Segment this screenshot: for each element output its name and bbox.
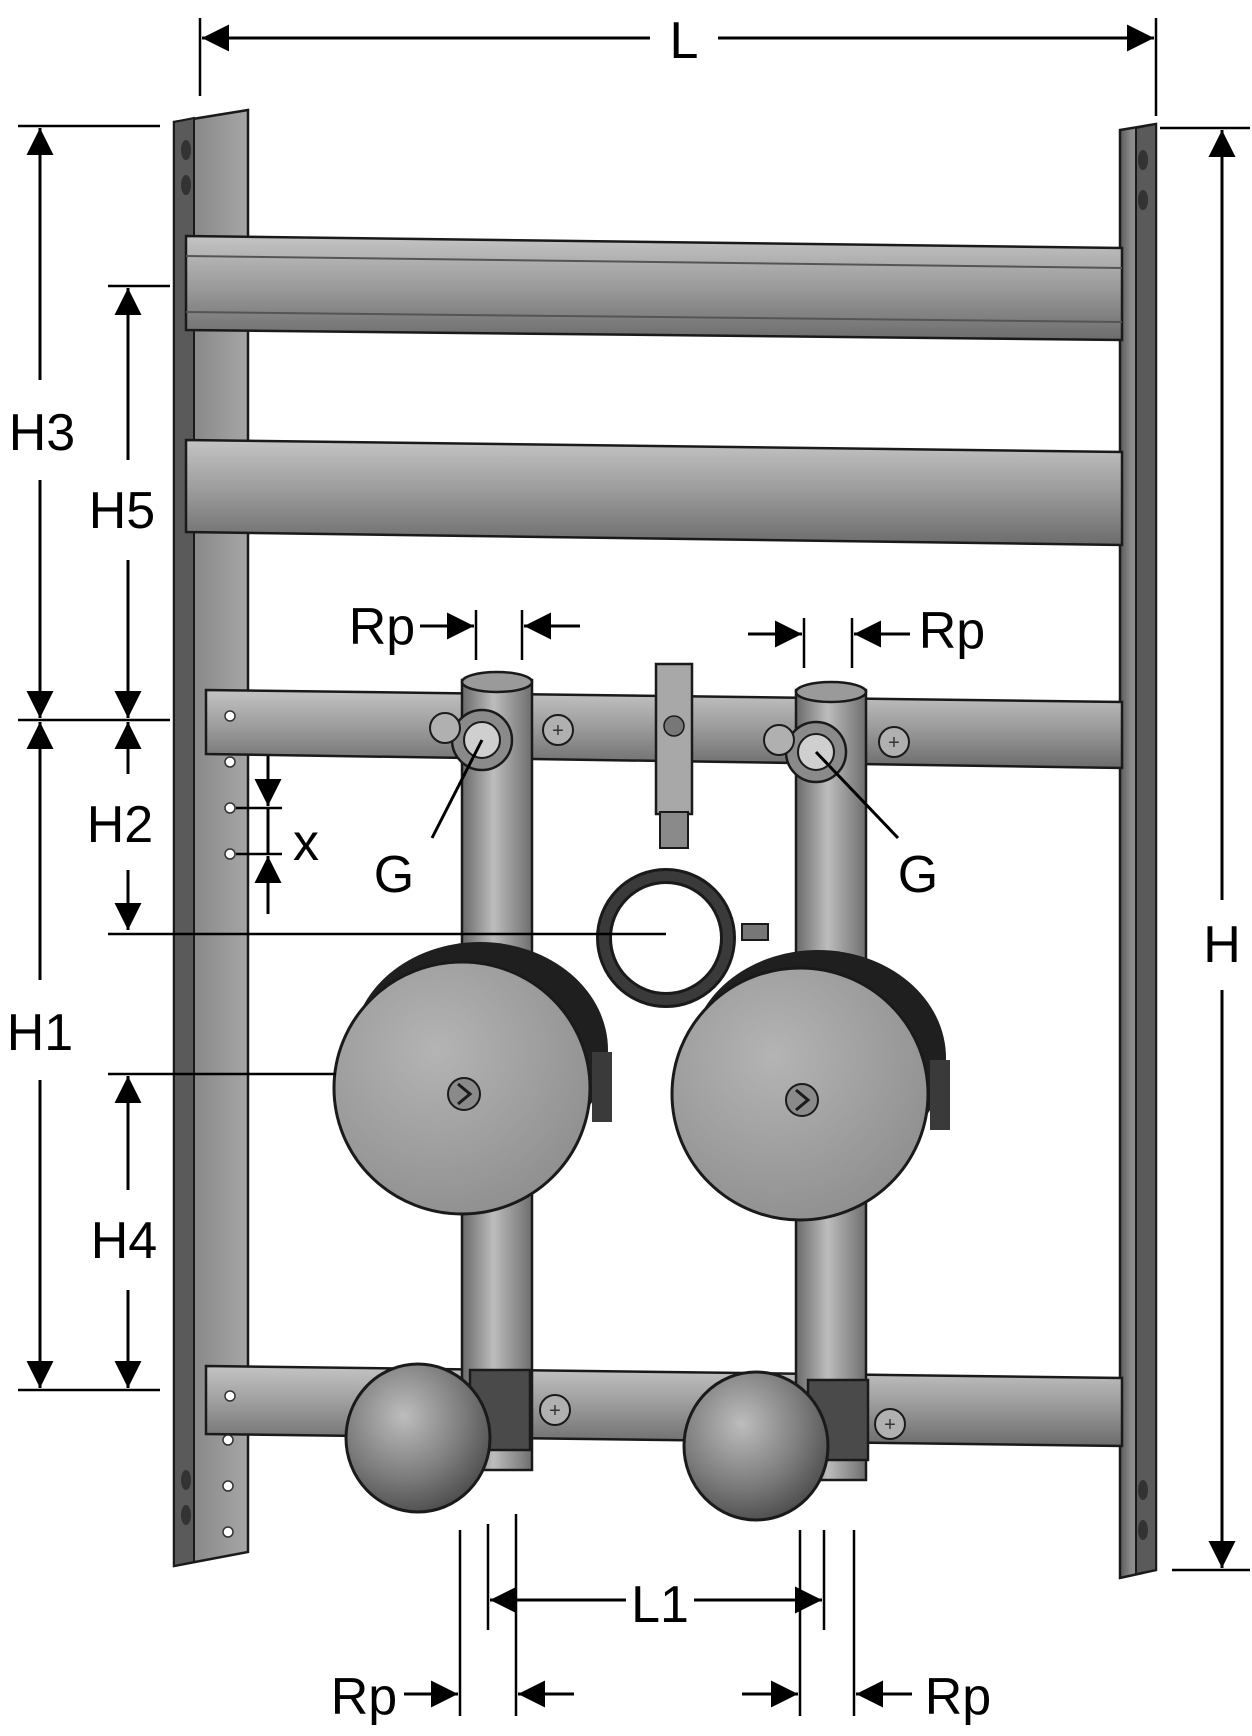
label-G-right: G	[898, 846, 938, 904]
label-L: L	[670, 12, 699, 70]
label-Rp-top-right: Rp	[919, 602, 985, 660]
svg-text:+: +	[549, 1400, 561, 1422]
label-Rp-bottom-right: Rp	[925, 1668, 991, 1726]
label-H5: H5	[89, 482, 155, 540]
dimension-labels: L H H3 H5 H2 x H1 H4 G G Rp Rp L1 Rp Rp	[7, 12, 1241, 1726]
label-Rp-top-left: Rp	[349, 598, 415, 656]
left-valve-knob: +	[344, 1362, 571, 1514]
label-H: H	[1203, 916, 1241, 974]
right-post	[1118, 122, 1158, 1580]
label-x: x	[293, 814, 319, 872]
label-Rp-bottom-left: Rp	[331, 1668, 397, 1726]
frame	[172, 108, 1158, 1580]
svg-text:+: +	[888, 732, 900, 754]
label-G-left: G	[374, 846, 414, 904]
svg-text:+: +	[552, 720, 564, 742]
label-H1: H1	[7, 1004, 73, 1062]
top-rail	[184, 234, 1124, 342]
center-pipe-bracket	[596, 662, 769, 1008]
label-H3: H3	[9, 404, 75, 462]
label-H4: H4	[91, 1212, 157, 1270]
svg-text:+: +	[884, 1414, 896, 1436]
middle-rail	[184, 438, 1124, 547]
label-H2: H2	[87, 796, 153, 854]
right-cover-disc	[670, 950, 950, 1222]
lower-mounting-rail	[204, 1364, 1124, 1538]
right-valve-knob: +	[682, 1370, 906, 1522]
dimension-lines	[18, 18, 1250, 1716]
label-L1: L1	[631, 1576, 689, 1634]
left-cover-disc	[332, 942, 612, 1216]
